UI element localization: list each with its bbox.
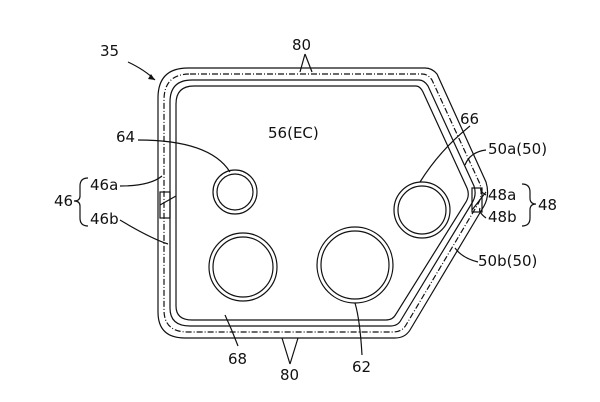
housing-outer-wall (157, 67, 489, 339)
label-35: 35 (100, 42, 119, 60)
label-56-ec: 56(EC) (268, 124, 319, 142)
label-46b: 46b (90, 210, 119, 228)
label-68: 68 (228, 350, 247, 368)
label-64: 64 (116, 128, 135, 146)
label-48: 48 (538, 196, 557, 214)
label-50a: 50a(50) (488, 140, 547, 158)
label-66: 66 (460, 110, 479, 128)
joint-46 (159, 191, 177, 219)
pipe-66 (393, 181, 451, 239)
joint-48 (471, 187, 487, 213)
pipe-68 (208, 232, 278, 302)
label-48a: 48a (488, 186, 516, 204)
label-46a: 46a (90, 176, 118, 194)
label-62: 62 (352, 358, 371, 376)
label-48b: 48b (488, 208, 517, 226)
pipe-62 (316, 226, 394, 304)
leader-lines (73, 53, 537, 365)
label-80-top: 80 (292, 36, 311, 54)
label-80-bottom: 80 (280, 366, 299, 384)
label-46: 46 (54, 192, 73, 210)
pipe-64 (212, 169, 258, 215)
label-50b: 50b(50) (478, 252, 537, 270)
